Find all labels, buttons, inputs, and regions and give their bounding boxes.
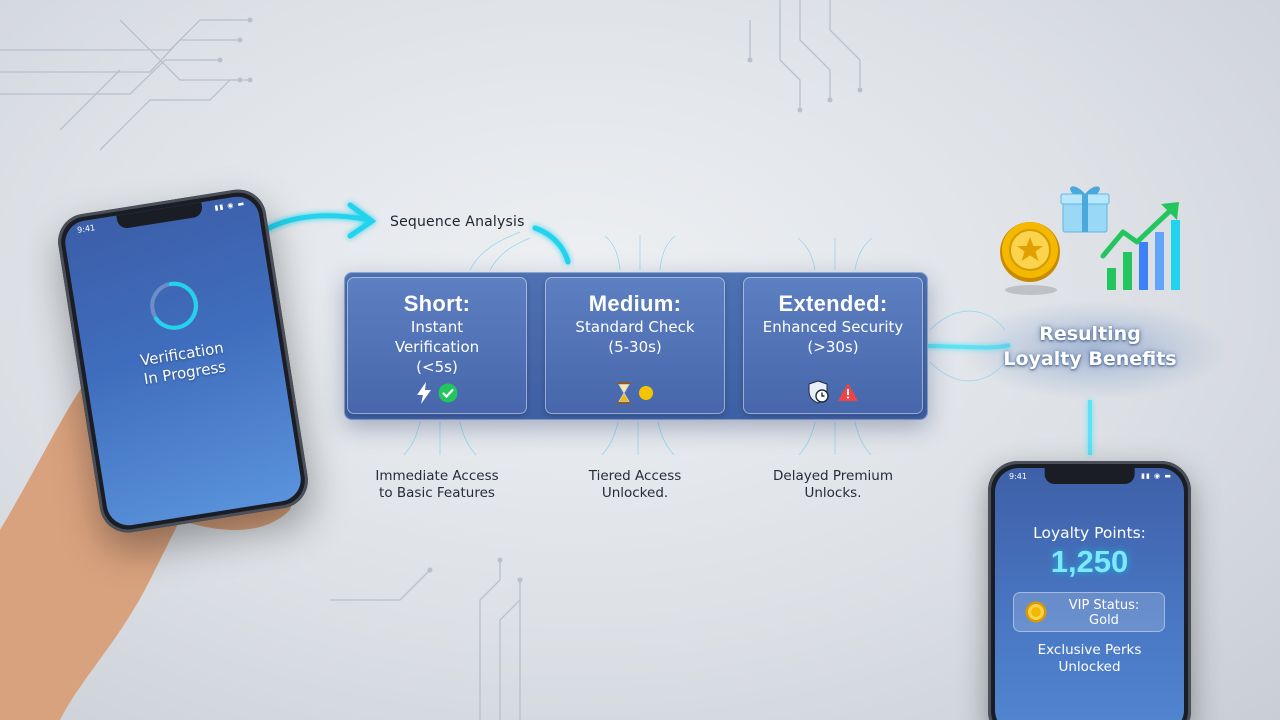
- stage-title: Short:: [403, 291, 471, 316]
- stage-subtitle-line: Standard Check: [575, 318, 695, 336]
- gift-icon: [1060, 186, 1110, 233]
- phone-screen: 9:41 ▮▮ ◉ ▬ Verification In Progress: [62, 193, 304, 529]
- result-line: Immediate Access: [375, 468, 499, 484]
- benefit-icons: [1000, 186, 1180, 295]
- verification-status-text: Verification In Progress: [84, 330, 284, 398]
- perks-line-2: Unlocked: [1058, 659, 1121, 675]
- hourglass-icon: [617, 382, 631, 404]
- exclusive-perks-text: Exclusive Perks Unlocked: [995, 642, 1184, 676]
- vip-line-2: Gold: [1089, 613, 1119, 628]
- result-line: Tiered Access: [588, 468, 682, 484]
- status-time: 9:41: [1009, 472, 1027, 481]
- sequence-analysis-label: Sequence Analysis: [390, 214, 525, 230]
- benefits-glow: [960, 300, 1230, 400]
- phone-notch: [116, 202, 204, 230]
- lightning-icon: [417, 382, 431, 404]
- status-icons: ▮▮ ◉ ▬: [213, 199, 246, 213]
- stage-subtitle-line: Verification: [394, 338, 480, 356]
- yellow-dot-icon: [639, 386, 653, 400]
- benefits-title: Resulting Loyalty Benefits: [980, 322, 1200, 372]
- stage-medium: Medium: Standard Check (5-30s): [545, 277, 725, 414]
- stage-title: Medium:: [588, 291, 682, 316]
- gold-coin-icon: [1000, 222, 1060, 295]
- stage-title: Extended:: [778, 291, 888, 316]
- result-extended: Delayed Premium Unlocks.: [743, 468, 923, 502]
- result-line: Delayed Premium: [773, 468, 893, 484]
- check-circle-icon: [438, 383, 458, 403]
- stage-short: Short: Instant Verification (<5s): [347, 277, 527, 414]
- stage-subtitle-line: (<5s): [416, 358, 458, 376]
- warning-icon: [838, 383, 858, 401]
- stage-subtitle-line: Enhanced Security: [762, 318, 904, 336]
- result-line: Unlocked.: [601, 485, 669, 501]
- loyalty-points-label: Loyalty Points:: [1033, 524, 1146, 542]
- stage-subtitle-line: (>30s): [807, 338, 859, 356]
- result-line: to Basic Features: [379, 485, 495, 501]
- loyalty-phone: 9:41 ▮▮ ◉ ▬ Loyalty Points: 1,250 VIP St…: [988, 461, 1191, 720]
- vip-status-card: VIP Status: Gold: [1013, 592, 1165, 632]
- stage-subtitle-line: Instant: [410, 318, 464, 336]
- stage-subtitle-line: (5-30s): [608, 338, 662, 356]
- loading-spinner-icon: [150, 281, 199, 330]
- loyalty-points-value: 1,250: [1050, 544, 1129, 579]
- verification-phone: 9:41 ▮▮ ◉ ▬ Verification In Progress: [54, 185, 312, 537]
- benefits-title-line-2: Loyalty Benefits: [1003, 348, 1177, 370]
- vip-status-text: VIP Status: Gold: [1043, 598, 1165, 628]
- result-line: Unlocks.: [804, 485, 862, 501]
- phone-screen: 9:41 ▮▮ ◉ ▬ Loyalty Points: 1,250 VIP St…: [995, 468, 1184, 720]
- stage-extended: Extended: Enhanced Security (>30s): [743, 277, 923, 414]
- result-short: Immediate Access to Basic Features: [347, 468, 527, 502]
- result-medium: Tiered Access Unlocked.: [545, 468, 725, 502]
- growth-chart-icon: [1100, 202, 1180, 290]
- shield-clock-icon: [808, 380, 829, 404]
- gold-coin-icon: [1025, 601, 1047, 623]
- phone-notch: [1044, 468, 1135, 484]
- vip-line-1: VIP Status:: [1068, 598, 1140, 613]
- benefits-title-line-1: Resulting: [1039, 323, 1141, 345]
- status-icons: ▮▮ ◉ ▬: [1141, 472, 1172, 480]
- status-time: 9:41: [76, 223, 96, 235]
- perks-line-1: Exclusive Perks: [1037, 642, 1142, 658]
